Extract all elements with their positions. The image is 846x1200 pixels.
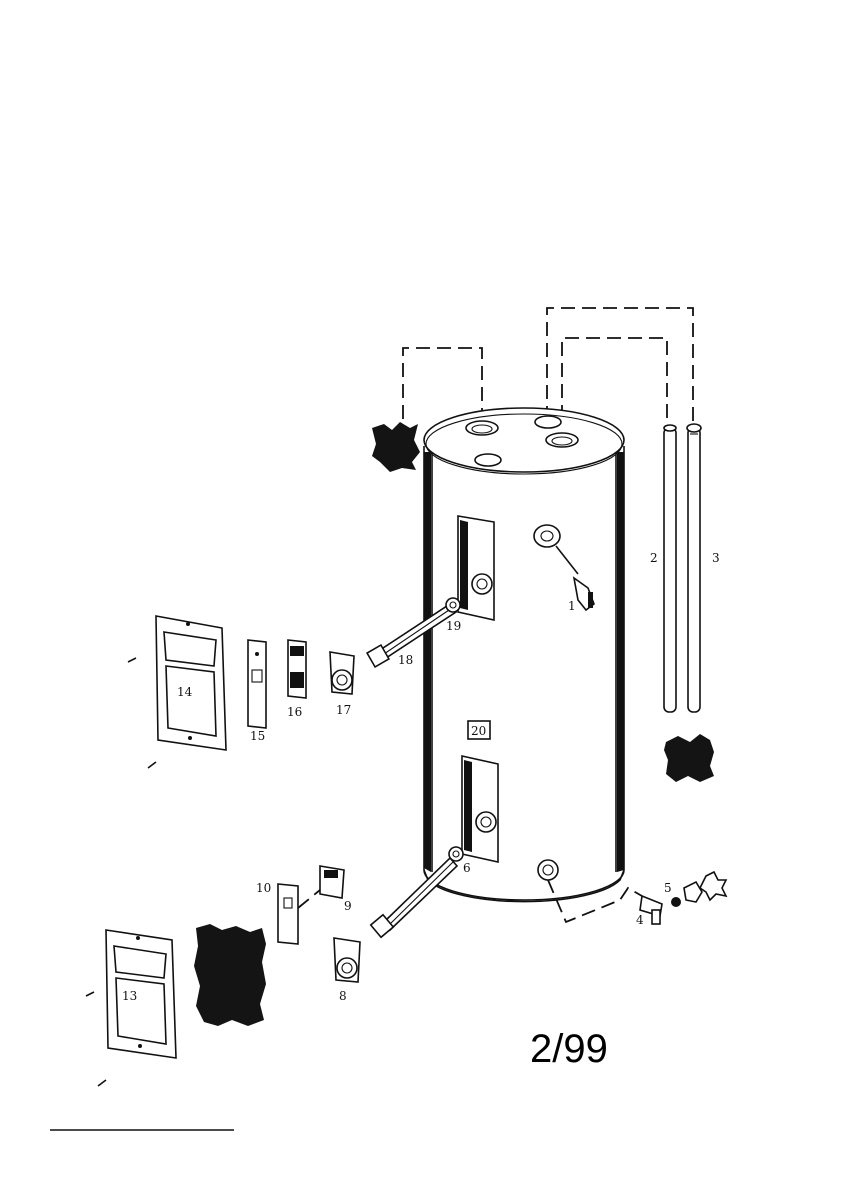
label-10: 10 [256,881,271,895]
label-19: 19 [446,619,461,633]
leader-insulation-top [402,347,483,440]
label-plate-20: 20 [467,720,491,740]
label-1: 1 [568,599,576,613]
label-9: 9 [344,899,352,913]
label-20: 20 [471,724,486,738]
leader-pipe-2 [561,337,668,440]
bracket-10 [277,883,321,945]
label-8: 8 [339,989,347,1003]
thermostat-16 [287,639,307,699]
lower-access-opening [461,755,499,863]
label-6: 6 [463,861,471,875]
leader-pipe-3 [546,307,694,428]
nipple-3 [686,423,702,713]
label-15: 15 [250,729,265,743]
top-fittings [465,415,579,467]
eco-17 [329,651,355,695]
dip-tube-2 [663,424,677,713]
label-18: 18 [398,653,413,667]
screw-lower-2 [97,1079,107,1087]
lower-access-cover [105,929,177,1059]
lower-heating-element [369,846,464,939]
label-2: 2 [650,551,658,565]
label-13: 13 [122,989,137,1003]
revision-date: 2/99 [530,1027,608,1071]
screw-upper-2 [147,761,157,769]
insulation-bottom [194,924,266,1026]
upper-access-cover [155,615,227,751]
relief-valve [533,524,595,612]
label-3: 3 [712,551,720,565]
label-4: 4 [636,913,644,927]
upper-heating-element [365,597,461,669]
insulation-top [372,422,420,472]
label-14: 14 [177,685,193,699]
bracket-8 [333,937,361,983]
label-16: 16 [287,705,302,719]
screw-lower-1 [85,991,95,997]
insulation-right [664,734,714,782]
bracket-15 [247,639,267,729]
upper-access-opening [457,515,495,621]
thermostat-9 [319,865,345,899]
label-5: 5 [664,881,672,895]
tank [423,407,625,903]
label-17: 17 [336,703,351,717]
drain-valve-assembly [537,859,728,925]
screw-upper-1 [127,657,137,663]
